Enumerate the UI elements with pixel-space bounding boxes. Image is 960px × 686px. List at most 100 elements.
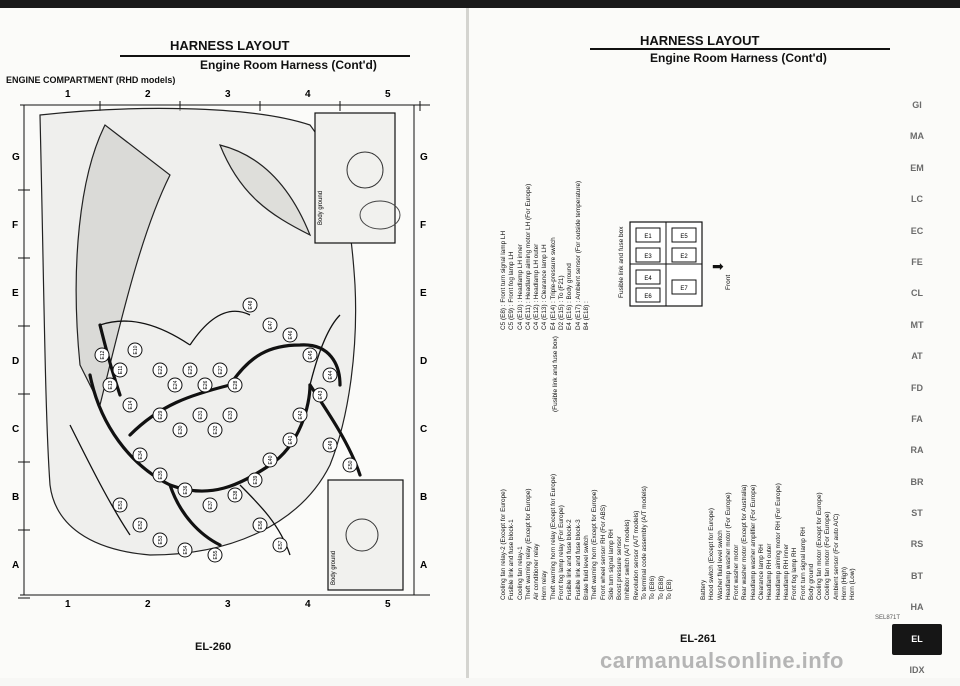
- connector-e35[interactable]: E35: [152, 467, 168, 483]
- connector-e33[interactable]: E33: [222, 407, 238, 423]
- tab-mt[interactable]: MT: [910, 319, 924, 330]
- connector-e29[interactable]: E29: [152, 407, 168, 423]
- connector-e57[interactable]: E57: [272, 537, 288, 553]
- tab-el[interactable]: EL: [892, 623, 942, 656]
- fuse-connector-e5[interactable]: E5: [671, 227, 697, 243]
- connector-e40[interactable]: E40: [262, 452, 278, 468]
- connector-e50[interactable]: E50: [342, 457, 358, 473]
- legend-item: C5 (E9) : Front fog lamp LH: [508, 251, 516, 331]
- connector-e12[interactable]: E12: [94, 347, 110, 363]
- legend-item: D2 (E15) : To (F21): [558, 275, 566, 330]
- svg-text:E35: E35: [158, 470, 164, 479]
- connector-e32[interactable]: E32: [207, 422, 223, 438]
- legend-item: Cooling fan relay-2 (Except for Europe): [500, 489, 507, 600]
- connector-e46[interactable]: E46: [282, 327, 298, 343]
- connector-e11[interactable]: E11: [112, 362, 128, 378]
- legend-item: E4 (E16) : Body ground: [566, 263, 574, 330]
- tab-ra[interactable]: RA: [910, 445, 924, 456]
- connector-e26[interactable]: E26: [197, 377, 213, 393]
- grid-row-label: C: [12, 424, 19, 435]
- tab-br[interactable]: BR: [910, 476, 924, 487]
- svg-text:E28: E28: [233, 380, 239, 389]
- connector-e22[interactable]: E22: [152, 362, 168, 378]
- connector-e38[interactable]: E38: [227, 487, 243, 503]
- legend-item: Boost pressure sensor: [616, 536, 624, 600]
- tab-at[interactable]: AT: [911, 351, 923, 362]
- tab-cl[interactable]: CL: [911, 288, 923, 299]
- connector-e53[interactable]: E53: [152, 532, 168, 548]
- connector-e47[interactable]: E47: [262, 317, 278, 333]
- connector-e36[interactable]: E36: [177, 482, 193, 498]
- connector-e13[interactable]: E13: [102, 377, 118, 393]
- tab-st[interactable]: ST: [911, 508, 923, 519]
- tab-lc[interactable]: LC: [911, 194, 923, 205]
- tab-fd[interactable]: FD: [911, 382, 923, 393]
- page-spine: [466, 8, 469, 678]
- svg-text:E56: E56: [258, 520, 264, 529]
- fuse-connector-e6[interactable]: E6: [635, 287, 661, 303]
- fuse-connector-e2[interactable]: E2: [671, 247, 697, 263]
- legend-item: Front washer motor: [733, 544, 741, 600]
- connector-e55[interactable]: E55: [207, 547, 223, 563]
- fuse-connector-e7[interactable]: E7: [671, 279, 697, 295]
- tab-ha[interactable]: HA: [910, 602, 924, 613]
- svg-text:E45: E45: [308, 350, 314, 359]
- fuse-connector-e1[interactable]: E1: [635, 227, 661, 243]
- right-header-rule: [590, 48, 890, 50]
- tab-fe[interactable]: FE: [911, 256, 923, 267]
- connector-e45[interactable]: E45: [302, 347, 318, 363]
- svg-text:E44: E44: [328, 370, 334, 379]
- connector-e48[interactable]: E48: [242, 297, 258, 313]
- connector-e39[interactable]: E39: [247, 472, 263, 488]
- tab-idx[interactable]: IDX: [909, 665, 925, 676]
- tab-em[interactable]: EM: [910, 162, 924, 173]
- grid-row-label: A: [420, 560, 427, 571]
- connector-e28[interactable]: E28: [227, 377, 243, 393]
- svg-text:E39: E39: [253, 475, 259, 484]
- grid-row-label: B: [420, 492, 427, 503]
- legend-item: Cooling fan motor (Except for Europe): [816, 492, 824, 600]
- tab-ma[interactable]: MA: [910, 131, 924, 142]
- grid-col-label: 1: [65, 599, 71, 610]
- tab-fa[interactable]: FA: [911, 413, 923, 424]
- fuse-connector-e3[interactable]: E3: [635, 247, 661, 263]
- connector-e25[interactable]: E25: [182, 362, 198, 378]
- connector-e43[interactable]: E43: [312, 387, 328, 403]
- svg-text:E30: E30: [178, 425, 184, 434]
- connector-e41[interactable]: E41: [282, 432, 298, 448]
- right-page: [470, 8, 960, 678]
- tab-rs[interactable]: RS: [910, 539, 924, 550]
- connector-e34[interactable]: E34: [132, 447, 148, 463]
- legend-item: D4 (E17) : Ambient sensor (For outside t…: [574, 180, 582, 330]
- grid-row-label: E: [420, 288, 427, 299]
- connector-e56[interactable]: E56: [252, 517, 268, 533]
- grid-col-label: 3: [225, 89, 231, 100]
- legend-item: Theft warning horn relay (Except for Eur…: [549, 473, 557, 600]
- svg-text:E47: E47: [268, 320, 274, 329]
- connector-e31[interactable]: E31: [192, 407, 208, 423]
- tab-ec[interactable]: EC: [910, 225, 924, 236]
- connector-e52[interactable]: E52: [132, 517, 148, 533]
- legend-item: Front fog lamp RH: [791, 547, 799, 600]
- connector-e42[interactable]: E42: [292, 407, 308, 423]
- connector-e14[interactable]: E14: [122, 397, 138, 413]
- fuse-connector-e4[interactable]: E4: [635, 269, 661, 285]
- svg-text:E43: E43: [318, 390, 324, 399]
- connector-e27[interactable]: E27: [212, 362, 228, 378]
- grid-col-label: 5: [385, 599, 391, 610]
- connector-e44[interactable]: E44: [322, 367, 338, 383]
- connector-e24[interactable]: E24: [167, 377, 183, 393]
- connector-e54[interactable]: E54: [177, 542, 193, 558]
- svg-text:E7: E7: [680, 286, 688, 292]
- connector-e49[interactable]: E49: [322, 437, 338, 453]
- connector-e51[interactable]: E51: [112, 497, 128, 513]
- tab-bt[interactable]: BT: [911, 570, 923, 581]
- legend-item: Theft warning horn (Except for Europe): [591, 489, 599, 600]
- connector-e30[interactable]: E30: [172, 422, 188, 438]
- fuse-box-caption: Fusible link and fuse box: [618, 226, 625, 298]
- connector-e10[interactable]: E10: [127, 342, 143, 358]
- left-page-number: EL-260: [195, 641, 232, 653]
- tab-gi[interactable]: GI: [912, 100, 922, 110]
- connector-e37[interactable]: E37: [202, 497, 218, 513]
